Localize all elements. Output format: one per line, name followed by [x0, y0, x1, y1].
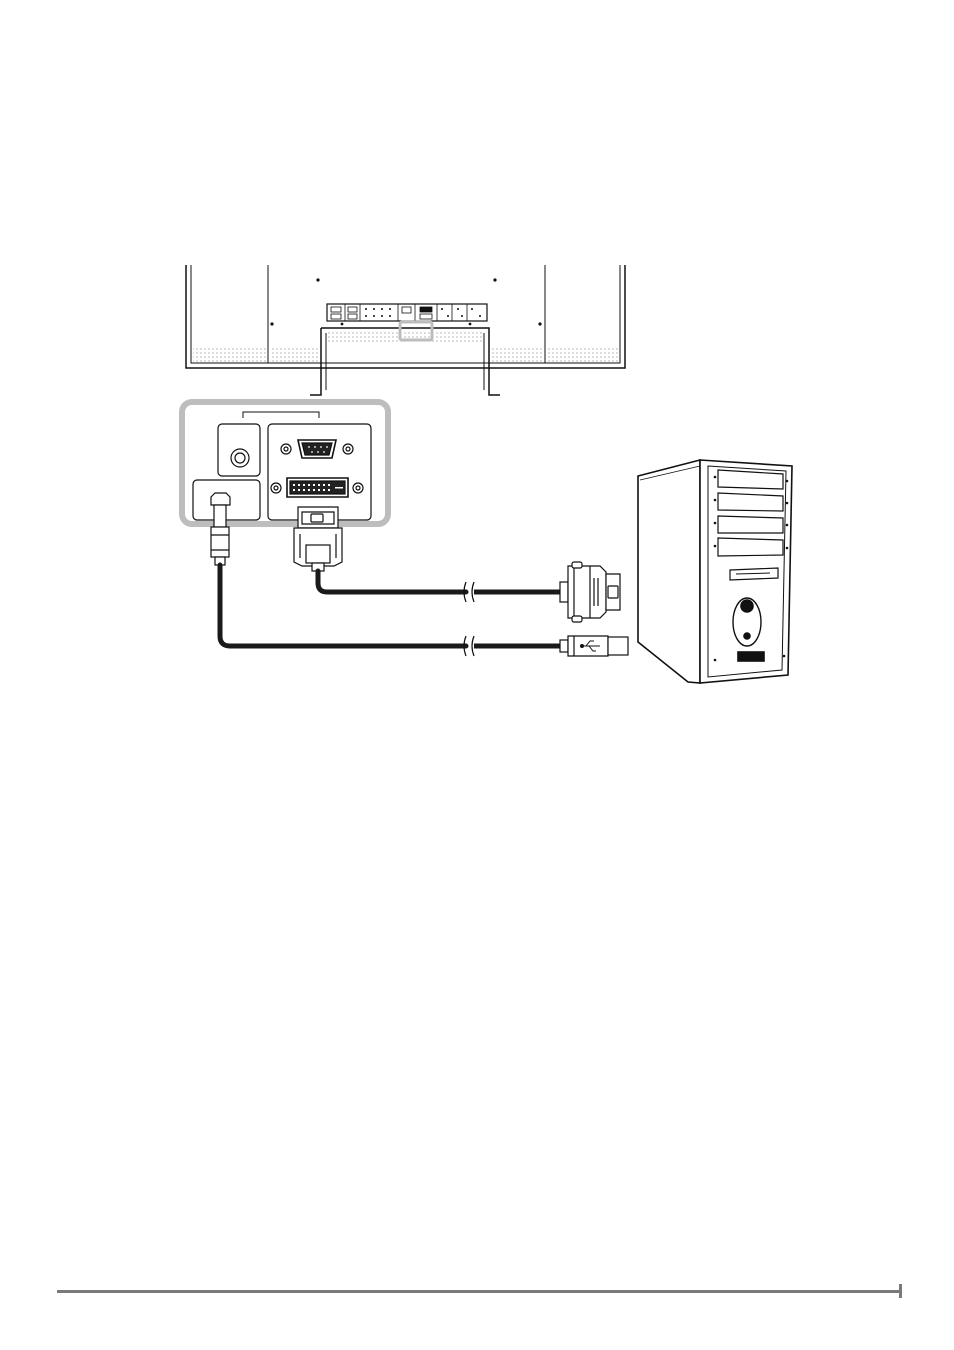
vga-dsub-port-icon	[281, 440, 353, 458]
connector-panel-zoom	[182, 402, 388, 524]
footer-rule	[57, 1290, 900, 1293]
dvi-port-icon	[271, 478, 363, 497]
usb-cable	[211, 505, 628, 656]
monitor-rear-panel	[186, 265, 625, 395]
usb-b-port-icon	[211, 493, 230, 505]
footer-rule-end-tick	[899, 1284, 902, 1298]
dc-in-port-icon	[231, 449, 249, 467]
pc-tower-icon	[638, 460, 792, 683]
